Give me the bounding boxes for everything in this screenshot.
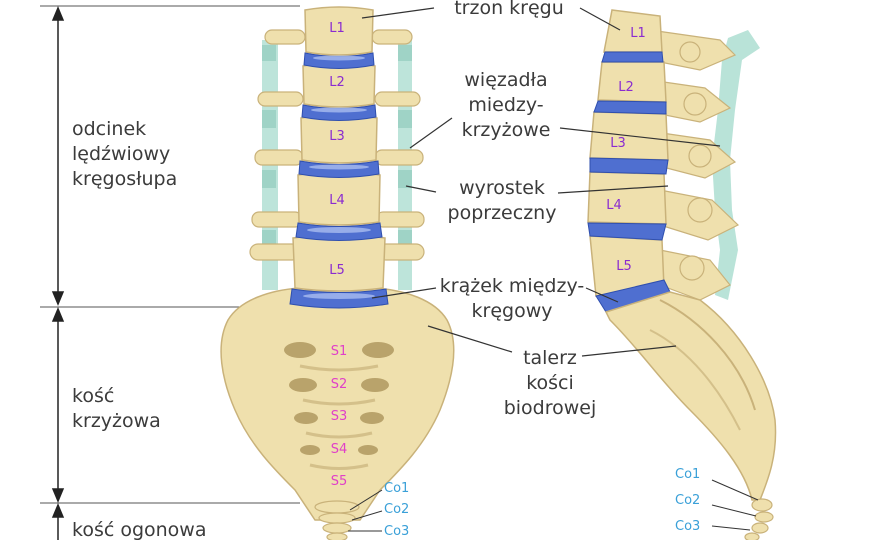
front-label-l1: L1 [329,21,345,36]
callout-lines [361,7,721,357]
region-brackets [40,5,300,540]
coccyx-side [744,498,774,542]
label-vertebral-body: trzon kręgu [454,0,564,19]
front-label-s3: S3 [331,409,348,424]
side-label-co1: Co1 [675,467,700,482]
front-label-s5: S5 [331,474,348,489]
front-label-l3: L3 [329,129,345,144]
side-label-l3: L3 [610,136,626,151]
side-label-co3: Co3 [675,519,700,534]
label-disc: krążek między- kręgowy [439,275,585,322]
side-label-l2: L2 [618,80,634,95]
front-label-co1: Co1 [384,481,409,496]
front-label-l2: L2 [329,75,345,90]
label-transverse-process: wyrostek poprzeczny [447,177,557,224]
front-label-co3: Co3 [384,524,409,539]
label-ligaments: więzadła miedzy- krzyżowe [461,69,551,141]
label-coccyx-region: kość ogonowa [72,519,207,541]
front-label-l4: L4 [329,193,345,208]
label-iliac-plate: talerz kości biodrowej [503,347,597,419]
side-label-l5: L5 [616,259,632,274]
side-label-l1: L1 [630,26,646,41]
front-label-s1: S1 [331,344,348,359]
side-view-spine: L1 L2 L3 L4 L5 Co1 Co2 Co3 [587,9,777,542]
label-lumbar-region: odcinek lędźwiowy kręgosłupa [72,118,178,190]
side-label-l4: L4 [606,198,622,213]
label-sacrum-region: kość krzyżowa [72,385,161,432]
front-label-co2: Co2 [384,502,409,517]
side-label-co2: Co2 [675,493,700,508]
front-label-s2: S2 [331,377,348,392]
front-label-l5: L5 [329,263,345,278]
front-label-s4: S4 [331,442,348,457]
coccyx-front [314,500,360,542]
front-view-spine: L1 L2 L3 L4 L5 S1 S2 S3 S4 S5 Co1 Co2 Co… [220,6,455,542]
